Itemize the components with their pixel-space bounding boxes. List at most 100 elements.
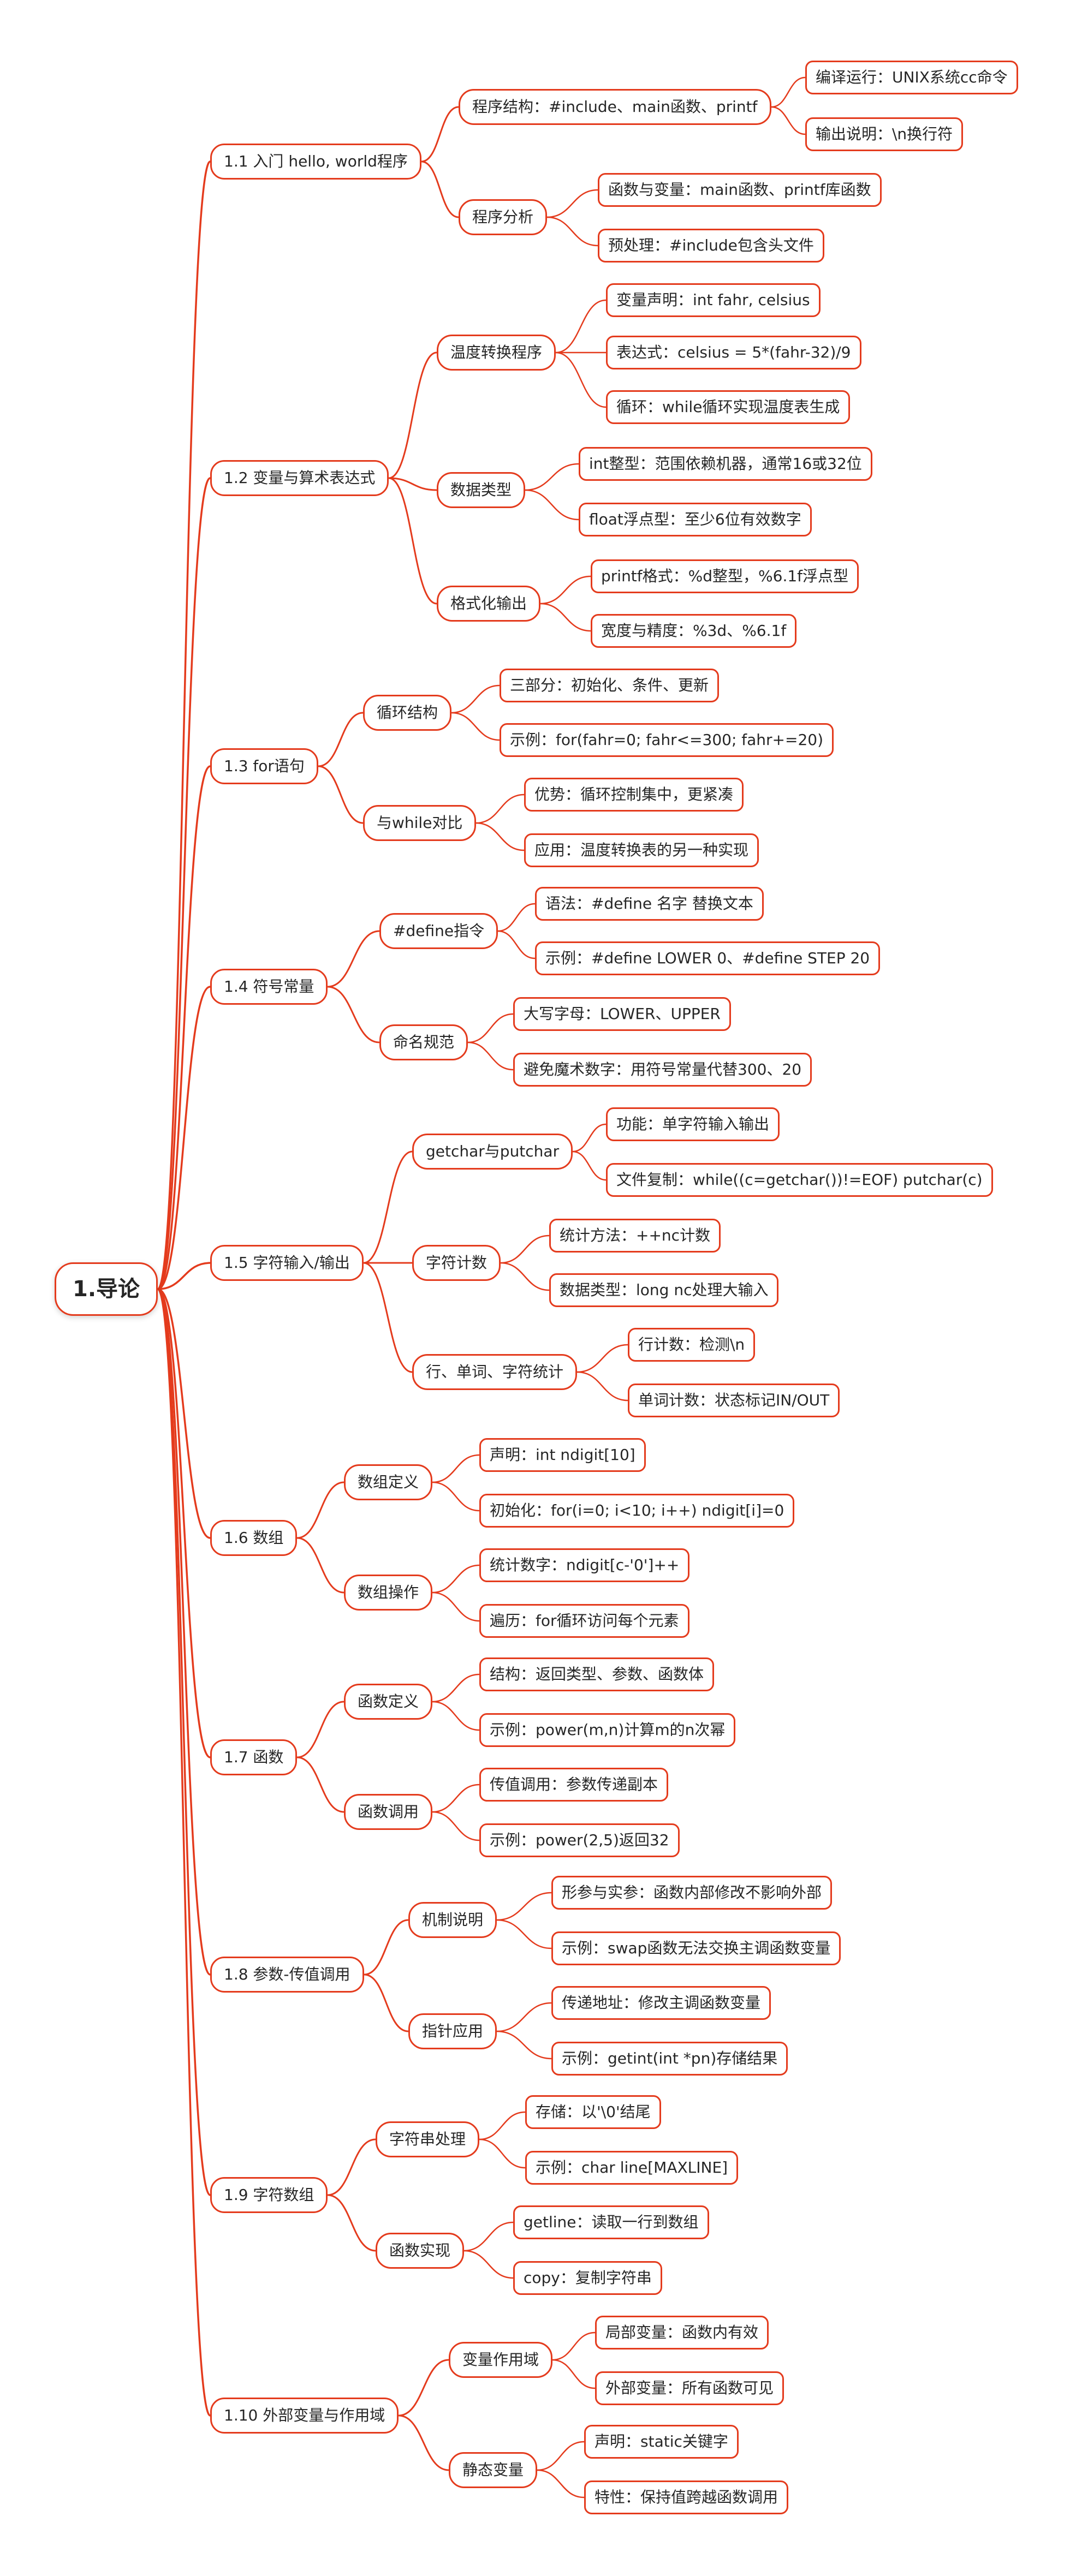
detail-node-3-2-1[interactable]: 优势：循环控制集中，更紧凑 bbox=[524, 778, 744, 812]
connector-subtopic-3-2-to-detail-1 bbox=[475, 794, 525, 824]
detail-node-10-2-1[interactable]: 声明：static关键字 bbox=[584, 2425, 739, 2459]
detail-node-6-1-2[interactable]: 初始化：for(i=0; i<10; i++) ndigit[i]=0 bbox=[479, 1494, 795, 1528]
section-node-1[interactable]: 1.1 入门 hello, world程序 bbox=[210, 144, 421, 180]
detail-node-6-2-2[interactable]: 遍历：for循环访问每个元素 bbox=[479, 1604, 689, 1638]
connector-root-to-section-7 bbox=[157, 1288, 211, 1758]
detail-node-7-2-1[interactable]: 传值调用：参数传递副本 bbox=[479, 1768, 669, 1802]
section-node-7[interactable]: 1.7 函数 bbox=[210, 1739, 298, 1775]
connector-subtopic-5-1-to-detail-2 bbox=[572, 1150, 607, 1181]
detail-node-1-1-1[interactable]: 编译运行：UNIX系统cc命令 bbox=[805, 61, 1018, 94]
detail-node-1-2-2[interactable]: 预处理：#include包含头文件 bbox=[598, 229, 824, 263]
root-node[interactable]: 1.导论 bbox=[55, 1262, 158, 1316]
detail-node-5-2-2[interactable]: 数据类型：long nc处理大输入 bbox=[549, 1273, 779, 1307]
connector-subtopic-9-2-to-detail-2 bbox=[463, 2250, 514, 2279]
section-node-9[interactable]: 1.9 字符数组 bbox=[210, 2177, 328, 2213]
subtopic-node-1-1[interactable]: 程序结构：#include、main函数、printf bbox=[459, 89, 771, 125]
detail-node-8-1-2[interactable]: 示例：swap函数无法交换主调函数变量 bbox=[551, 1931, 841, 1965]
connector-subtopic-9-1-to-detail-1 bbox=[478, 2111, 526, 2140]
connector-section-2-to-subtopic-1 bbox=[388, 351, 438, 479]
detail-node-7-1-2[interactable]: 示例：power(m,n)计算m的n次幂 bbox=[479, 1713, 736, 1747]
subtopic-node-9-2[interactable]: 函数实现 bbox=[376, 2233, 465, 2269]
detail-node-5-3-1[interactable]: 行计数：检测\n bbox=[628, 1328, 756, 1362]
subtopic-node-7-1[interactable]: 函数定义 bbox=[344, 1684, 433, 1720]
connector-section-2-to-subtopic-3 bbox=[388, 477, 438, 605]
subtopic-node-3-1[interactable]: 循环结构 bbox=[363, 695, 452, 731]
detail-node-2-1-2[interactable]: 表达式：celsius = 5*(fahr-32)/9 bbox=[606, 336, 861, 369]
subtopic-node-4-1[interactable]: #define指令 bbox=[379, 913, 498, 949]
connector-section-10-to-subtopic-2 bbox=[397, 2414, 450, 2471]
detail-node-2-3-2[interactable]: 宽度与精度：%3d、%6.1f bbox=[591, 614, 797, 648]
detail-node-10-1-1[interactable]: 局部变量：函数内有效 bbox=[595, 2316, 769, 2350]
detail-node-4-2-2[interactable]: 避免魔术数字：用符号常量代替300、20 bbox=[513, 1053, 812, 1087]
detail-node-8-2-1[interactable]: 传递地址：修改主调函数变量 bbox=[551, 1986, 771, 2020]
subtopic-node-6-1[interactable]: 数组定义 bbox=[344, 1464, 433, 1500]
connector-subtopic-2-3-to-detail-1 bbox=[539, 575, 592, 605]
subtopic-node-8-2[interactable]: 指针应用 bbox=[408, 2013, 497, 2049]
detail-node-4-1-1[interactable]: 语法：#define 名字 替换文本 bbox=[535, 887, 764, 921]
section-node-10[interactable]: 1.10 外部变量与作用域 bbox=[210, 2398, 399, 2434]
detail-node-2-1-1[interactable]: 变量声明：int fahr, celsius bbox=[606, 283, 821, 317]
detail-node-10-1-2[interactable]: 外部变量：所有函数可见 bbox=[595, 2371, 784, 2405]
detail-node-2-2-1[interactable]: int整型：范围依赖机器，通常16或32位 bbox=[579, 447, 872, 481]
detail-node-5-1-2[interactable]: 文件复制：while((c=getchar())!=EOF) putchar(c… bbox=[606, 1163, 993, 1197]
subtopic-node-6-2[interactable]: 数组操作 bbox=[344, 1575, 433, 1611]
detail-node-3-1-1[interactable]: 三部分：初始化、条件、更新 bbox=[500, 669, 720, 702]
detail-node-4-1-2[interactable]: 示例：#define LOWER 0、#define STEP 20 bbox=[535, 941, 881, 975]
subtopic-node-2-2[interactable]: 数据类型 bbox=[437, 472, 526, 508]
detail-node-7-1-1[interactable]: 结构：返回类型、参数、函数体 bbox=[479, 1657, 715, 1691]
detail-node-9-1-2[interactable]: 示例：char line[MAXLINE] bbox=[525, 2151, 739, 2185]
section-node-3[interactable]: 1.3 for语句 bbox=[210, 748, 318, 784]
connector-root-to-section-1 bbox=[157, 160, 211, 1290]
connector-section-3-to-subtopic-2 bbox=[317, 765, 364, 824]
connector-subtopic-8-1-to-detail-1 bbox=[496, 1892, 552, 1921]
subtopic-node-8-1[interactable]: 机制说明 bbox=[408, 1902, 497, 1938]
detail-node-1-2-1[interactable]: 函数与变量：main函数、printf库函数 bbox=[598, 173, 882, 207]
subtopic-node-4-2[interactable]: 命名规范 bbox=[379, 1024, 468, 1060]
detail-node-5-3-2[interactable]: 单词计数：状态标记IN/OUT bbox=[628, 1384, 840, 1417]
detail-node-2-1-3[interactable]: 循环：while循环实现温度表生成 bbox=[606, 390, 851, 424]
detail-node-6-1-1[interactable]: 声明：int ndigit[10] bbox=[479, 1438, 646, 1472]
detail-node-5-2-1[interactable]: 统计方法：++nc计数 bbox=[549, 1219, 721, 1253]
detail-node-8-2-2[interactable]: 示例：getint(int *pn)存储结果 bbox=[551, 2042, 788, 2076]
detail-node-9-1-1[interactable]: 存储：以'\0'结尾 bbox=[525, 2095, 661, 2129]
section-node-6[interactable]: 1.6 数组 bbox=[210, 1520, 298, 1556]
section-node-8[interactable]: 1.8 参数-传值调用 bbox=[210, 1957, 364, 1993]
detail-node-3-1-2[interactable]: 示例：for(fahr=0; fahr<=300; fahr+=20) bbox=[500, 723, 834, 757]
subtopic-node-1-2[interactable]: 程序分析 bbox=[459, 199, 548, 235]
connector-subtopic-6-1-to-detail-1 bbox=[431, 1454, 480, 1483]
subtopic-node-5-2[interactable]: 字符计数 bbox=[412, 1245, 501, 1281]
subtopic-node-5-1[interactable]: getchar与putchar bbox=[412, 1134, 573, 1170]
detail-node-10-2-2[interactable]: 特性：保持值跨越函数调用 bbox=[584, 2480, 789, 2514]
section-node-5[interactable]: 1.5 字符输入/输出 bbox=[210, 1245, 364, 1281]
subtopic-node-7-2[interactable]: 函数调用 bbox=[344, 1794, 433, 1830]
section-node-2[interactable]: 1.2 变量与算术表达式 bbox=[210, 460, 389, 496]
detail-node-2-3-1[interactable]: printf格式：%d整型，%6.1f浮点型 bbox=[591, 559, 859, 593]
connector-section-6-to-subtopic-1 bbox=[296, 1481, 345, 1539]
detail-node-5-1-1[interactable]: 功能：单字符输入输出 bbox=[606, 1107, 780, 1141]
connector-section-9-to-subtopic-2 bbox=[326, 2194, 377, 2252]
detail-node-3-2-2[interactable]: 应用：温度转换表的另一种实现 bbox=[524, 833, 759, 867]
detail-node-4-2-1[interactable]: 大写字母：LOWER、UPPER bbox=[513, 997, 731, 1031]
detail-node-6-2-1[interactable]: 统计数字：ndigit[c-'0']++ bbox=[479, 1548, 690, 1582]
detail-node-9-2-2[interactable]: copy：复制字符串 bbox=[513, 2261, 662, 2295]
detail-node-9-2-1[interactable]: getline：读取一行到数组 bbox=[513, 2205, 709, 2239]
subtopic-node-9-1[interactable]: 字符串处理 bbox=[376, 2121, 480, 2157]
detail-node-2-2-2[interactable]: float浮点型：至少6位有效数字 bbox=[579, 503, 812, 536]
subtopic-node-5-3[interactable]: 行、单词、字符统计 bbox=[412, 1354, 578, 1390]
detail-node-7-2-2[interactable]: 示例：power(2,5)返回32 bbox=[479, 1823, 680, 1857]
connector-section-7-to-subtopic-1 bbox=[296, 1701, 345, 1758]
subtopic-node-10-2[interactable]: 静态变量 bbox=[449, 2452, 538, 2488]
detail-node-8-1-1[interactable]: 形参与实参：函数内部修改不影响外部 bbox=[551, 1876, 833, 1910]
subtopic-node-2-1[interactable]: 温度转换程序 bbox=[437, 335, 556, 371]
connector-subtopic-3-2-to-detail-2 bbox=[475, 822, 525, 851]
section-node-4[interactable]: 1.4 符号常量 bbox=[210, 969, 328, 1005]
connector-section-1-to-subtopic-1 bbox=[420, 106, 460, 163]
connector-section-4-to-subtopic-1 bbox=[326, 930, 381, 988]
connector-subtopic-3-1-to-detail-1 bbox=[450, 684, 501, 714]
connector-section-9-to-subtopic-1 bbox=[326, 2138, 377, 2196]
subtopic-node-10-1[interactable]: 变量作用域 bbox=[449, 2342, 553, 2378]
subtopic-node-2-3[interactable]: 格式化输出 bbox=[437, 586, 541, 622]
connector-subtopic-7-1-to-detail-1 bbox=[431, 1673, 480, 1703]
subtopic-node-3-2[interactable]: 与while对比 bbox=[363, 805, 477, 841]
detail-node-1-1-2[interactable]: 输出说明：\n换行符 bbox=[805, 117, 964, 151]
